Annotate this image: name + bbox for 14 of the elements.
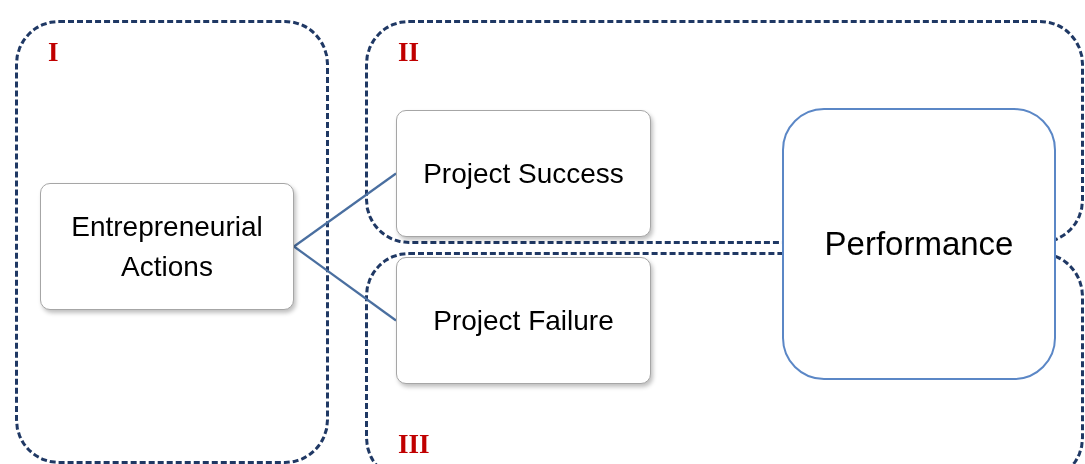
dashed-region (15, 20, 329, 464)
box-label: Entrepreneurial Actions (70, 209, 264, 284)
process-box (396, 110, 651, 237)
region-numeral: II (398, 37, 419, 67)
connector-line (293, 172, 397, 248)
connector-line (293, 245, 397, 322)
region-numeral: I (48, 37, 59, 67)
performance-box (782, 108, 1056, 380)
process-box (40, 183, 294, 310)
region-numeral: III (398, 429, 430, 459)
box-label: Project Success (422, 156, 625, 191)
box-label: Performance (824, 225, 1014, 263)
box-label: Project Failure (432, 303, 615, 338)
process-box (396, 257, 651, 384)
